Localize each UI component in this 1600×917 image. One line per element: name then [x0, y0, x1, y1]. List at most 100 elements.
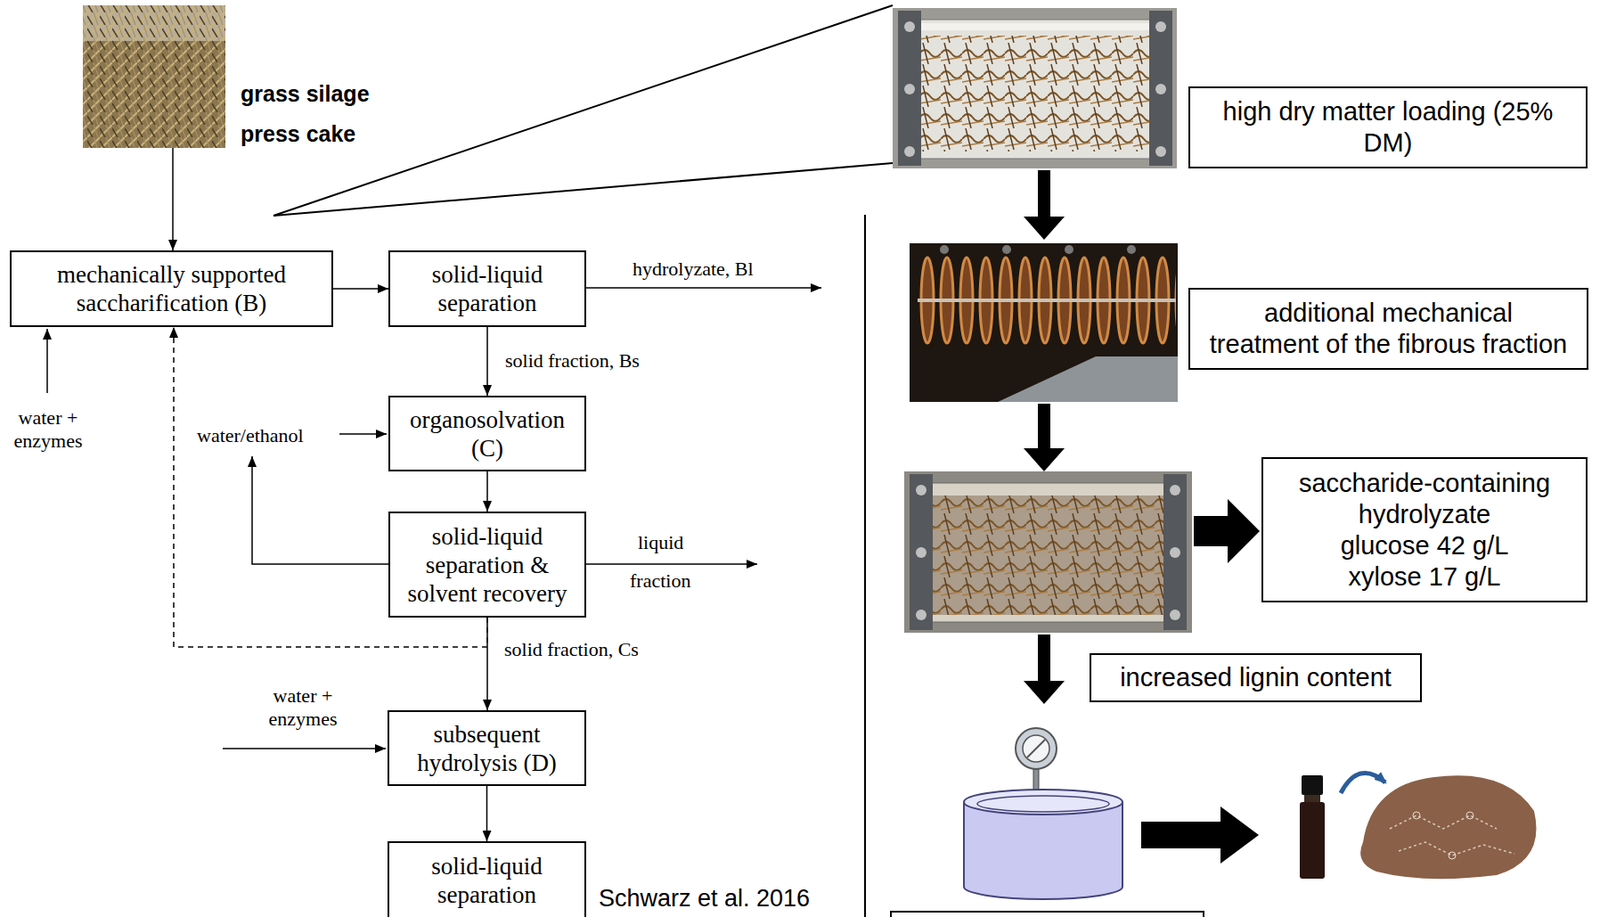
reactor-photo-part — [915, 609, 927, 621]
flow-arrow — [486, 785, 489, 841]
grass-photo — [82, 5, 226, 148]
box-text: high dry matter loading (25% DM) — [1208, 96, 1569, 159]
reactor-photo-part — [904, 83, 915, 95]
rotor-photo-part — [1126, 244, 1136, 254]
process-box: solid-liquid separation & solvent recove… — [388, 511, 587, 618]
rotor-photo-part — [997, 356, 1178, 402]
side-arrows-part — [586, 563, 758, 565]
pressure-vessel-part — [1027, 739, 1045, 758]
zoom-lines-part — [273, 5, 893, 216]
edge-label: solid fraction, Cs — [504, 637, 639, 662]
process-box: solid-liquid separation — [387, 840, 587, 917]
process-box: mechanically supported saccharification … — [9, 250, 334, 327]
flow-label: liquid — [637, 530, 684, 555]
box-text: additional mechanical treatment of the f… — [1208, 297, 1569, 360]
reactor-photo-part — [1149, 10, 1173, 166]
process-box: subsequent hydrolysis (D) — [387, 710, 587, 786]
flow-label: water/ethanol — [196, 424, 304, 448]
box-text: solid-liquid separation — [402, 260, 572, 318]
pressure-vessel-part — [963, 886, 1123, 899]
reactor-photo-part — [929, 482, 1167, 622]
reactor-photo-part — [1155, 83, 1167, 95]
side-arrows — [47, 287, 822, 749]
lignin-powder-part — [1466, 811, 1474, 819]
flow-label: water + enzymes — [262, 684, 343, 731]
pressure-vessel-part — [963, 789, 1123, 815]
pressure-vessel-part — [1015, 727, 1057, 769]
photo-node: grass silage press cake — [82, 5, 226, 148]
rotor-photo-part — [917, 251, 1176, 350]
reactor-photo-part — [915, 546, 927, 558]
process-box: organosolvation (C) — [388, 395, 587, 472]
reactor-photo-part — [904, 471, 1192, 633]
note-box: additional mechanical treatment of the f… — [1188, 287, 1589, 370]
lignin-powder — [1360, 775, 1536, 879]
zoom-lines-part — [273, 163, 893, 216]
pressure-vessel-part — [963, 801, 965, 887]
divider-line — [864, 214, 866, 917]
reactor-photo-part — [904, 146, 915, 157]
lignin-vial-part — [1301, 775, 1323, 795]
block-arrows-part — [1023, 170, 1065, 240]
box-text: saccharide-containing hydrolyzate — [1277, 467, 1572, 531]
grass-photo-part — [82, 5, 226, 148]
reactor-photo-part — [909, 473, 933, 630]
flow-arrow — [171, 147, 174, 251]
reactor-photo-part — [917, 35, 1152, 152]
flow-label: fraction — [629, 569, 691, 593]
flow-arrow — [333, 287, 389, 290]
reactor-photo-part — [1163, 473, 1187, 630]
reactor-photo-part — [892, 8, 1177, 169]
lignin-powder-part — [1448, 851, 1456, 859]
process-box: solid-liquid separation — [388, 250, 587, 327]
edge-label: solid fraction, Bs — [505, 349, 640, 373]
reactor-photo-part — [1169, 484, 1181, 496]
reactor-photo-part — [897, 10, 922, 166]
reactor-photo-part — [917, 19, 1152, 159]
flow-arrow — [486, 471, 489, 512]
rotor-photo-part — [917, 298, 1176, 303]
block-arrows-part — [1193, 498, 1260, 564]
reactor-photo — [904, 471, 1192, 633]
rotor-photo — [909, 243, 1178, 402]
flow-arrow — [486, 326, 489, 396]
reactor-photo-part — [929, 495, 1167, 615]
lignin-vial-part — [1304, 794, 1321, 802]
block-arrows-part — [1023, 634, 1065, 704]
side-arrows-part — [46, 328, 49, 393]
box-text: solid-liquid separation — [402, 851, 572, 909]
pressure-vessel-part — [1121, 801, 1124, 887]
citation: Schwarz et al. 2016 — [598, 883, 810, 913]
reactor-photo — [892, 8, 1177, 169]
box-text: mechanically supported saccharification … — [29, 260, 315, 318]
side-arrows-part — [222, 747, 386, 750]
lignin-vial-part — [1299, 801, 1325, 879]
block-arrows-part — [1023, 403, 1065, 472]
flow-label: hydrolyzate, Bl — [632, 257, 754, 281]
pressure-vessel — [963, 727, 1123, 899]
box-text: grass silage press cake — [240, 73, 401, 155]
reactor-photo-part — [929, 495, 1167, 615]
lignin-powder-part — [1412, 811, 1421, 819]
pressure-vessel-part — [977, 795, 1110, 812]
lignin-powder-part — [1360, 775, 1536, 879]
reactor-photo-part — [904, 21, 915, 33]
reactor-photo-part — [1155, 146, 1167, 157]
lignin-powder-part — [1389, 815, 1497, 829]
side-arrows-part — [586, 286, 822, 289]
block-arrows-part — [1141, 806, 1259, 864]
box-text: solid-liquid separation & solvent recove… — [400, 522, 575, 608]
grass-photo-part — [82, 5, 226, 148]
box-text: organosolvation (C) — [402, 405, 572, 463]
pressure-vessel-part — [1022, 734, 1050, 762]
reactor-photo-part — [915, 484, 927, 496]
side-arrows-part — [339, 432, 387, 435]
reactor-photo-part — [917, 23, 1152, 31]
rotor-photo-part — [1002, 244, 1012, 254]
box-text: xylose 17 g/L — [1277, 561, 1572, 593]
side-arrows-part — [252, 456, 389, 564]
reactor-photo-part — [1169, 609, 1181, 621]
rotor-photo-part — [1064, 244, 1074, 254]
note-box: increased lignin content — [1089, 653, 1422, 703]
box-text: increased lignin content — [1100, 661, 1412, 694]
